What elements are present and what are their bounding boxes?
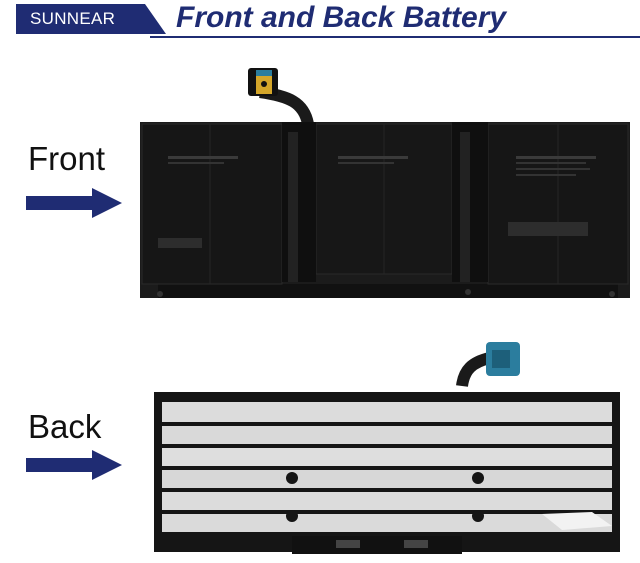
front-arrow-icon xyxy=(26,188,122,218)
battery-back-image xyxy=(154,342,620,554)
back-label: Back xyxy=(28,408,102,445)
front-label: Front xyxy=(28,140,106,177)
page-title: Front and Back Battery xyxy=(176,1,507,34)
back-arrow-icon xyxy=(26,450,122,480)
brand-tab: SUNNEAR xyxy=(16,4,166,34)
header-banner: SUNNEAR Front and Back Battery xyxy=(0,0,640,44)
header-divider xyxy=(150,36,640,38)
battery-front-image xyxy=(140,68,630,298)
